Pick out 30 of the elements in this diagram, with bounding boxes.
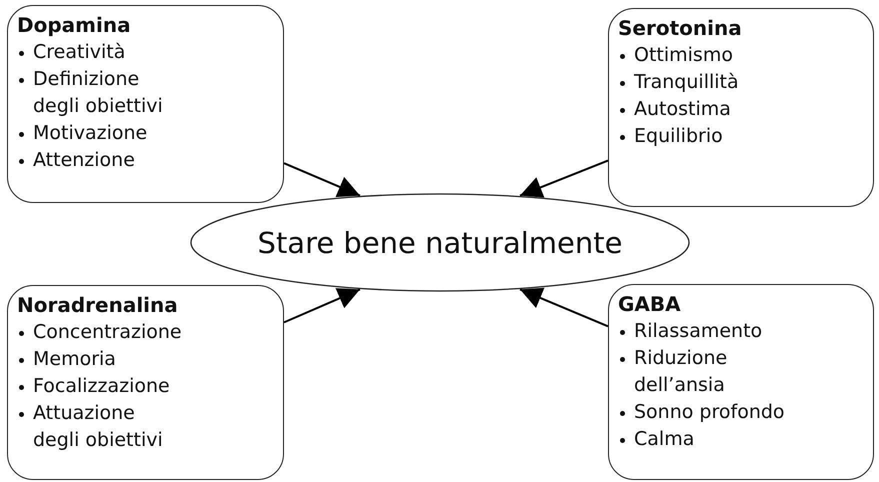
ellipse-label: Stare bene naturalmente [258, 226, 622, 260]
bullet-item: Ottimismo [618, 42, 733, 69]
arrow [284, 288, 360, 324]
bullet-item: Memoria [17, 346, 116, 373]
bullet-item: Concentrazione [17, 319, 182, 346]
box-heading: Noradrenalina [17, 292, 178, 319]
bullet-item: Definizione degli obiettivi [17, 66, 186, 120]
bullet-item: Sonno profondo [618, 399, 785, 426]
bullet-item: Creatività [17, 39, 126, 66]
bullet-item: Attenzione [17, 147, 135, 174]
bullet-item: Rilassamento [618, 318, 762, 345]
rounded-box [608, 8, 874, 207]
bullet-item: Attuazione degli obiettivi [17, 400, 186, 454]
bullet-item: Equilibrio [618, 123, 723, 150]
bullet-item: Calma [618, 426, 694, 453]
rounded-box [7, 285, 284, 480]
bullet-item: Riduzione dell’ansia [618, 345, 787, 399]
bullet-item: Autostima [618, 96, 731, 123]
rounded-box [7, 5, 284, 203]
ellipse-node [190, 193, 690, 292]
box-heading: Serotonina [618, 15, 742, 42]
arrow [520, 288, 608, 328]
box-heading: Dopamina [17, 12, 131, 39]
bullet-item: Focalizzazione [17, 373, 170, 400]
box-heading: GABA [618, 291, 681, 318]
arrow [284, 162, 360, 198]
bullet-item: Motivazione [17, 120, 148, 147]
rounded-box [608, 284, 874, 480]
bullet-item: Tranquillità [618, 69, 739, 96]
arrow [520, 160, 608, 198]
